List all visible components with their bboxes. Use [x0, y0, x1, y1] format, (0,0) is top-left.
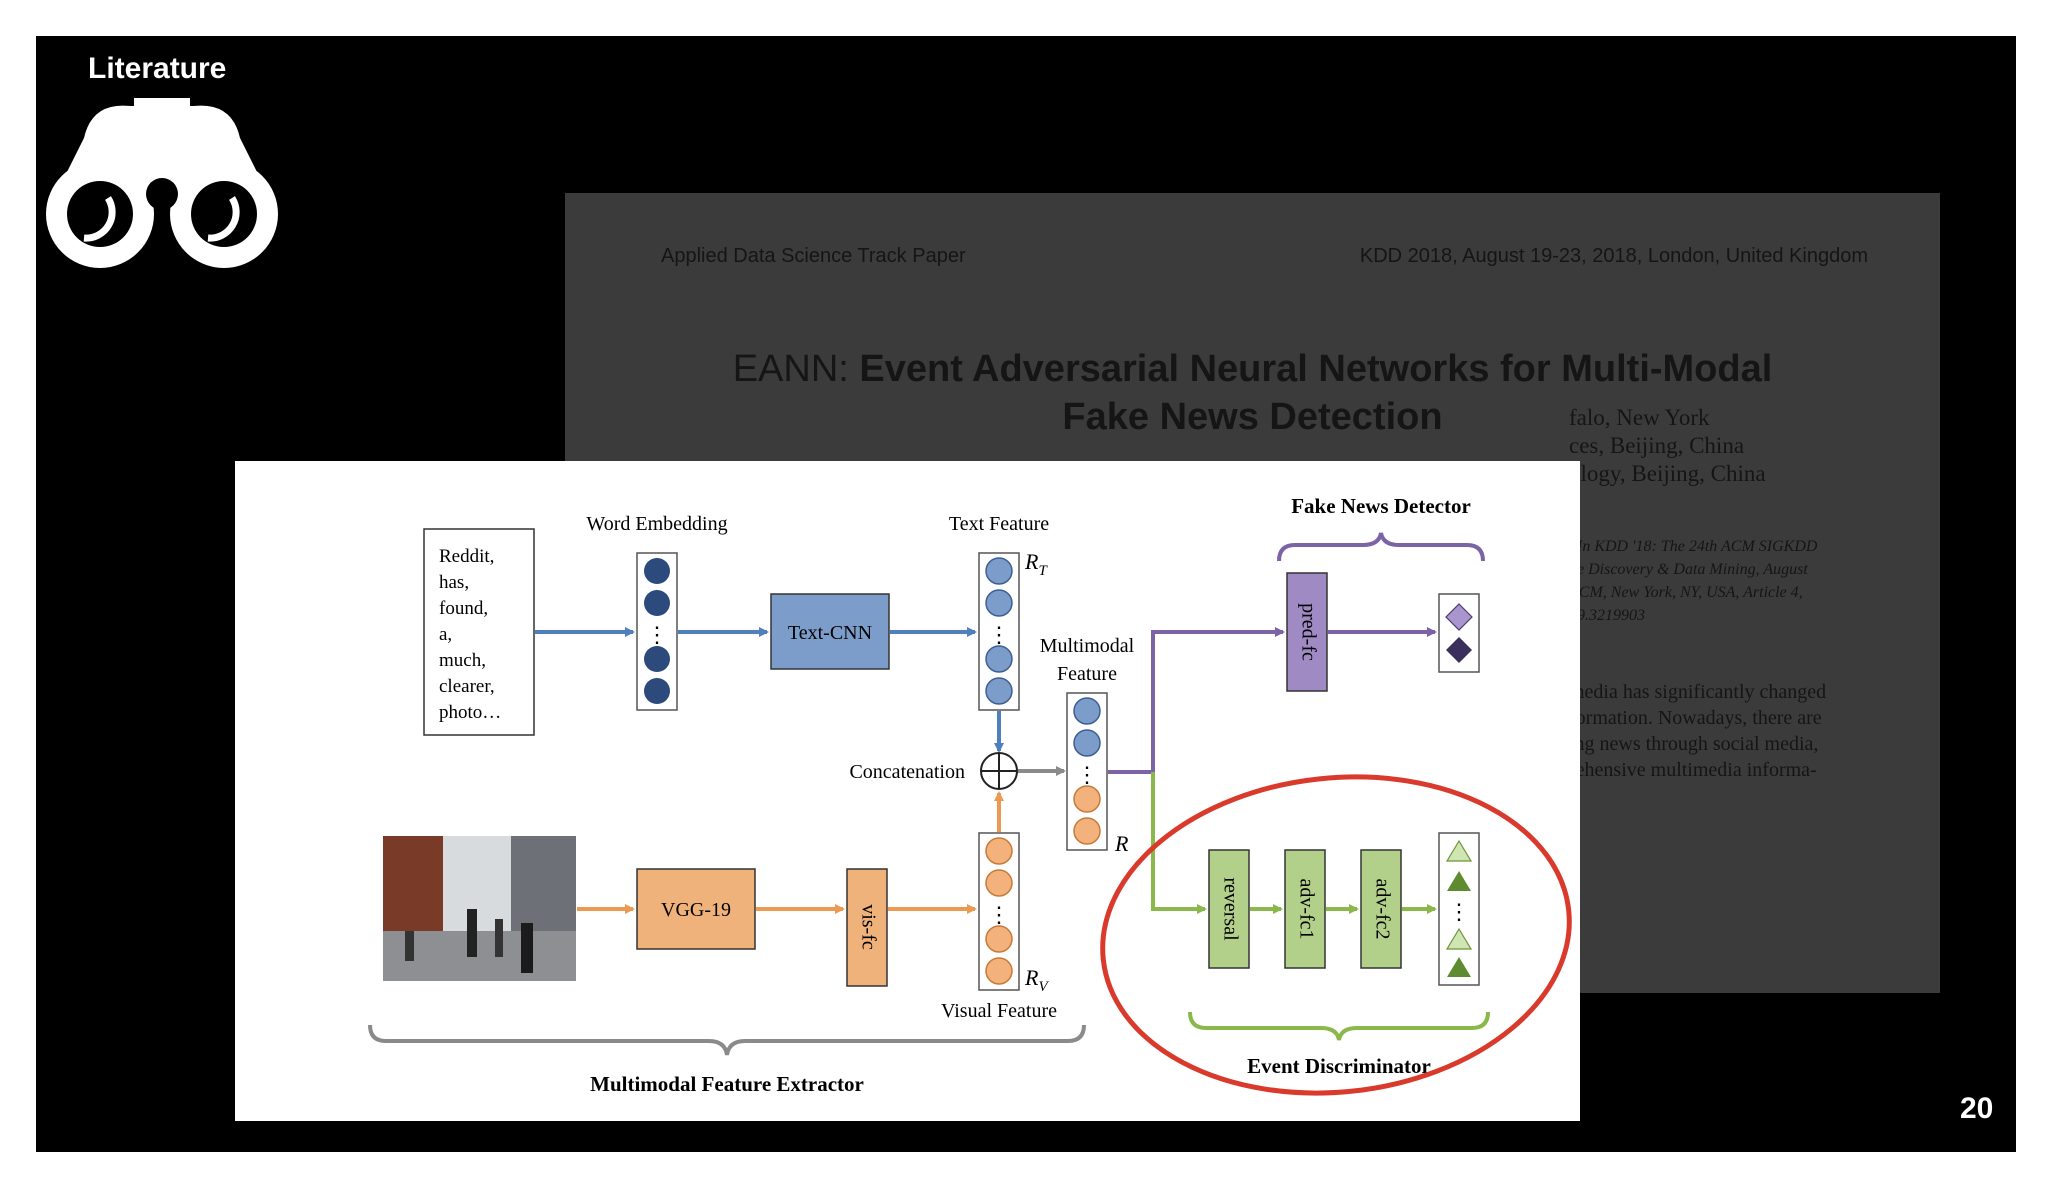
- vgg19-label: VGG-19: [661, 899, 731, 921]
- word-embedding-label: Word Embedding: [586, 513, 727, 535]
- pred-fc-box: [1286, 572, 1328, 692]
- output-diamond: [1445, 603, 1473, 631]
- embedding-node: [644, 678, 670, 704]
- discriminator-brace: [1188, 1011, 1490, 1041]
- visual-feature-label: Visual Feature: [941, 1000, 1057, 1022]
- rf-symbol: R: [1114, 831, 1129, 856]
- highlight-circle: [1100, 774, 1572, 1096]
- vgg19-box: [636, 868, 756, 950]
- output-triangle: [1445, 839, 1473, 862]
- output-triangle: [1447, 871, 1471, 891]
- visual-feature-node: [985, 925, 1013, 953]
- embedding-node: [644, 558, 670, 584]
- ellipsis: ⋮: [1448, 899, 1470, 924]
- page-number: 20: [1960, 1092, 1994, 1125]
- pred-fc-label: pred-fc: [1297, 603, 1319, 661]
- text-feature-node: [985, 677, 1013, 705]
- detector-brace: [1277, 532, 1485, 562]
- embedding-node: [644, 646, 670, 672]
- input-token: photo…: [439, 702, 501, 723]
- multimodal-node: [1073, 785, 1101, 813]
- paper-reference-line: ge Discovery & Data Mining, August: [1569, 561, 1808, 578]
- rt-symbol: RT: [1024, 549, 1048, 579]
- vis-fc-label: vis-fc: [857, 904, 879, 950]
- section-title: Literature: [88, 52, 227, 85]
- output-diamond: [1446, 637, 1472, 663]
- detector-path-arrow: [1108, 627, 1285, 774]
- visual-feature-node: [985, 837, 1013, 865]
- output-triangle: [1447, 957, 1471, 977]
- output-triangle: [1445, 927, 1473, 950]
- paper-reference-line: 19.3219903: [1569, 607, 1645, 624]
- text-feature-node: [985, 557, 1013, 585]
- input-image: [383, 836, 576, 981]
- multimodal-node: [1073, 817, 1101, 845]
- paper-abstract-line: formation. Nowadays, there are: [1569, 707, 1822, 729]
- reversal-box: [1208, 849, 1250, 969]
- paper-affiliation: falo, New York: [1569, 405, 1710, 430]
- text-cnn-box: [770, 593, 890, 670]
- paper-title-line2: Fake News Detection: [1062, 396, 1443, 438]
- reversal-label: reversal: [1219, 877, 1241, 941]
- paper-affiliation: ology, Beijing, China: [1569, 461, 1766, 486]
- paper-reference-line: . In KDD '18: The 24th ACM SIGKDD: [1569, 538, 1818, 555]
- ellipsis: ⋮: [1076, 762, 1098, 787]
- visual-feature-node: [985, 957, 1013, 985]
- adv-fc2-label: adv-fc2: [1371, 878, 1393, 939]
- multimodal-feature-extractor-label: Multimodal Feature Extractor: [590, 1072, 864, 1096]
- text-feature-label: Text Feature: [949, 513, 1049, 535]
- input-token: a,: [439, 624, 452, 645]
- fake-news-detector-label: Fake News Detector: [1291, 494, 1471, 518]
- binoculars-icon: [46, 98, 278, 268]
- adv-fc1-label: adv-fc1: [1295, 878, 1317, 939]
- discriminator-path-arrow: [1151, 772, 1207, 914]
- paper-reference-line: ACM, New York, NY, USA, Article 4,: [1569, 584, 1803, 601]
- paper-abstract-line: media has significantly changed: [1569, 681, 1827, 703]
- visual-feature-node: [985, 869, 1013, 897]
- eann-architecture-figure: Reddit, has, found, a, much, clearer, ph…: [235, 461, 1580, 1121]
- extractor-brace: [368, 1024, 1086, 1056]
- paper-affiliation: ces, Beijing, China: [1569, 433, 1745, 458]
- input-token: Reddit,: [439, 546, 494, 567]
- paper-title-prefix: EANN:: [732, 348, 849, 390]
- paper-abstract-line: ing news through social media,: [1569, 733, 1819, 755]
- ellipsis: ⋮: [646, 622, 668, 647]
- ellipsis: ⋮: [988, 902, 1010, 927]
- input-token: has,: [439, 572, 469, 593]
- multimodal-node: [1073, 697, 1101, 725]
- input-text-box: [423, 528, 535, 736]
- input-token: much,: [439, 650, 486, 671]
- event-discriminator-label: Event Discriminator: [1247, 1054, 1431, 1078]
- input-token: clearer,: [439, 676, 495, 697]
- text-feature-node: [985, 645, 1013, 673]
- text-feature-node: [985, 589, 1013, 617]
- multimodal-node: [1073, 729, 1101, 757]
- multimodal-feature-label: Feature: [1057, 663, 1117, 685]
- vis-fc-box: [846, 868, 888, 987]
- input-token: found,: [439, 598, 488, 619]
- paper-title-main: Event Adversarial Neural Networks for Mu…: [859, 348, 1773, 390]
- multimodal-feature-label: Multimodal: [1040, 635, 1135, 657]
- rv-symbol: RV: [1024, 965, 1049, 995]
- adv-fc2-box: [1360, 849, 1402, 969]
- ellipsis: ⋮: [988, 622, 1010, 647]
- text-cnn-label: Text-CNN: [788, 622, 872, 644]
- architecture-diagram: Reddit, has, found, a, much, clearer, ph…: [368, 494, 1572, 1096]
- paper-title: EANN: Event Adversarial Neural Networks …: [565, 345, 1940, 441]
- concatenation-label: Concatenation: [849, 761, 965, 783]
- embedding-node: [644, 590, 670, 616]
- paper-track-label: Applied Data Science Track Paper: [661, 245, 966, 267]
- paper-abstract-line: rehensive multimedia informa-: [1569, 759, 1817, 781]
- paper-conference-label: KDD 2018, August 19-23, 2018, London, Un…: [1359, 245, 1868, 267]
- adv-fc1-box: [1284, 849, 1326, 969]
